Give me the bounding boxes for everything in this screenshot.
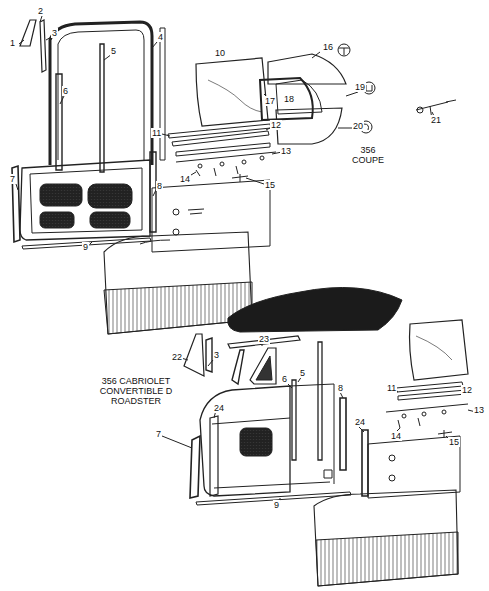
callout-number: 15: [264, 180, 276, 190]
callout-number: 18: [283, 94, 295, 104]
callout-number: 14: [390, 431, 402, 441]
callout-number: 16: [322, 42, 334, 52]
callout-number: 11: [151, 128, 162, 138]
callout-number: 12: [270, 120, 282, 130]
callout-number: 13: [280, 146, 292, 156]
callout-number: 9: [82, 242, 89, 252]
callout-number: 3: [213, 350, 220, 360]
callout-number: 8: [156, 181, 163, 191]
callout-number: 7: [155, 429, 162, 439]
callout-number: 7: [9, 174, 16, 184]
callout-number: 12: [461, 385, 473, 395]
callout-number: 6: [62, 86, 69, 96]
callout-number: 14: [179, 174, 191, 184]
callout-number: 15: [448, 437, 460, 447]
callout-number: 2: [37, 6, 44, 16]
callout-number: 1: [9, 38, 16, 48]
model-label: 356 COUPE: [347, 145, 389, 165]
callout-number: 8: [337, 383, 344, 393]
callout-number: 11: [386, 383, 397, 393]
callout-number: 10: [214, 48, 226, 58]
callout-number: 5: [110, 46, 117, 56]
callout-number: 24: [213, 403, 225, 413]
callout-number: 24: [354, 417, 366, 427]
callout-number: 3: [51, 28, 58, 38]
callout-number: 19: [354, 82, 366, 92]
callout-number: 20: [352, 121, 364, 131]
callout-number: 13: [473, 405, 485, 415]
callout-number: 6: [281, 374, 288, 384]
callout-number: 5: [299, 368, 306, 378]
callout-number: 17: [264, 96, 276, 106]
callout-number: 21: [430, 115, 442, 125]
callout-number: 23: [258, 334, 270, 344]
callout-number: 4: [157, 32, 164, 42]
callout-number: 9: [273, 500, 280, 510]
callout-number: 22: [171, 352, 183, 362]
model-label: 356 CABRIOLET CONVERTIBLE D ROADSTER: [92, 376, 180, 406]
